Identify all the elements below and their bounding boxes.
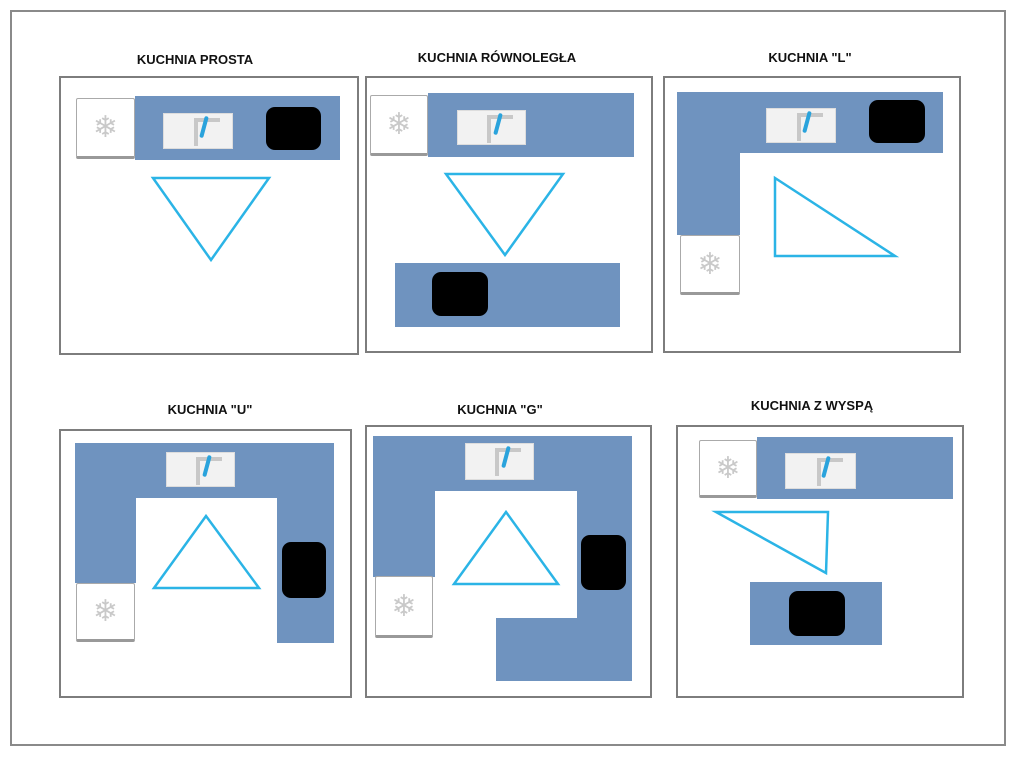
stove-icon (581, 535, 626, 590)
title-parallel-kitchen: KUCHNIA RÓWNOLEGŁA (417, 50, 577, 65)
title-u-kitchen: KUCHNIA "U" (167, 402, 253, 417)
stove-icon (869, 100, 925, 143)
sink-icon (465, 443, 534, 480)
counter-left (677, 92, 740, 235)
fridge-snowflake-icon: ❄ (76, 98, 135, 159)
fridge-snowflake-icon: ❄ (680, 235, 740, 295)
fridge-snowflake-icon: ❄ (370, 95, 428, 156)
title-island-kitchen: KUCHNIA Z WYSPĄ (750, 398, 874, 413)
stove-icon (789, 591, 845, 636)
stove-icon (432, 272, 488, 316)
sink-icon (457, 110, 526, 145)
sink-icon (163, 113, 233, 149)
stove-icon (282, 542, 326, 598)
stove-icon (266, 107, 321, 150)
fridge-snowflake-icon: ❄ (375, 576, 433, 638)
fridge-snowflake-icon: ❄ (76, 583, 135, 642)
outer-frame (10, 10, 1006, 746)
counter-left (75, 443, 136, 583)
title-l-kitchen: KUCHNIA "L" (768, 50, 852, 65)
counter-opposite (395, 263, 620, 327)
sink-icon (785, 453, 856, 489)
sink-icon (766, 108, 836, 143)
title-g-kitchen: KUCHNIA "G" (457, 402, 543, 417)
counter-peninsula (496, 618, 632, 681)
fridge-snowflake-icon: ❄ (699, 440, 757, 498)
counter-left (373, 436, 435, 577)
sink-icon (166, 452, 235, 487)
title-straight-kitchen: KUCHNIA PROSTA (136, 52, 254, 67)
